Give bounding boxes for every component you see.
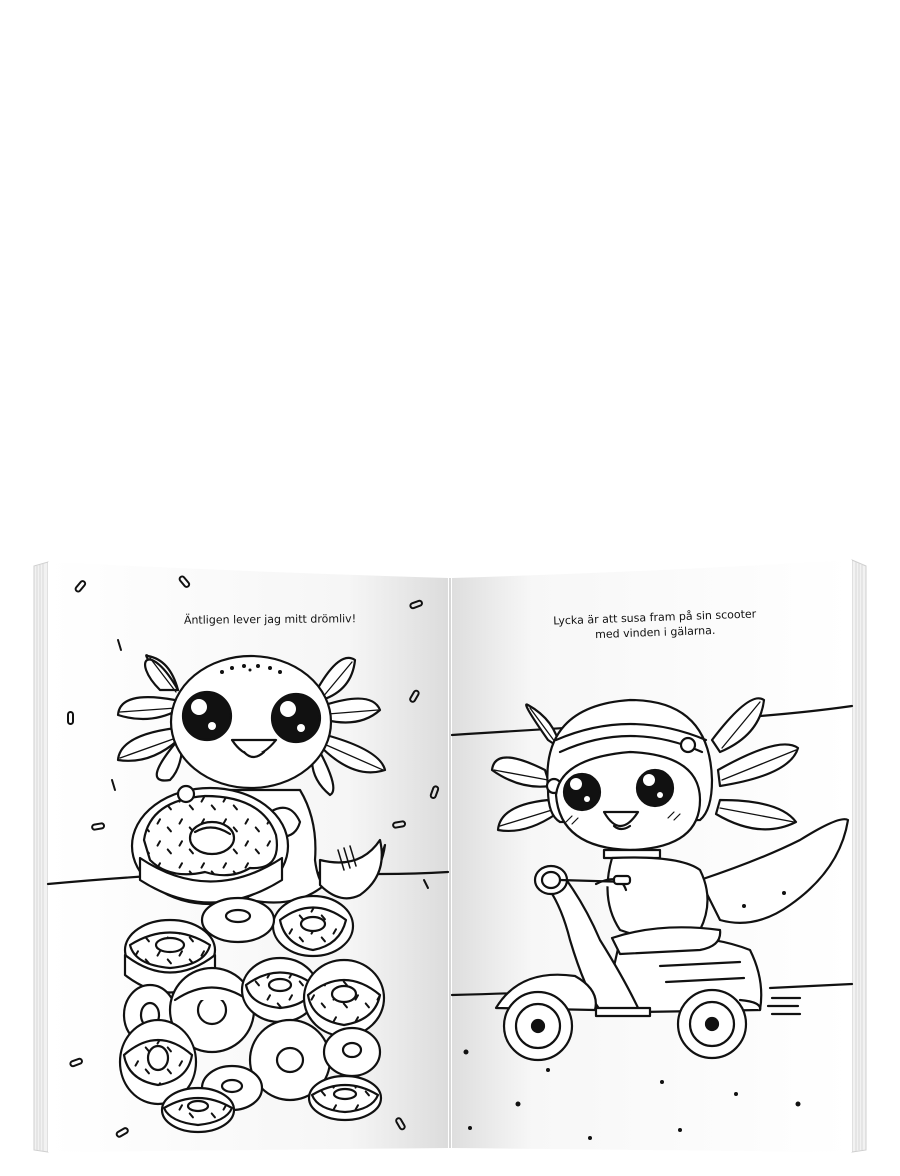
right-axolotl-body: [606, 856, 709, 939]
left-axolotl-head: [169, 654, 333, 790]
left-page-edges: [33, 561, 49, 1153]
left-page-caption: Äntligen lever jag mitt drömliv!: [183, 612, 357, 627]
right-axolotl-tail: [698, 818, 850, 924]
held-donut: [130, 784, 290, 906]
right-illustration: [450, 697, 854, 1140]
left-illustration: [46, 575, 450, 1138]
scooter: [494, 864, 763, 1062]
right-page-edges: [851, 559, 867, 1153]
donut-pile: [118, 894, 386, 1134]
sprinkle-decorations: [67, 575, 440, 1138]
